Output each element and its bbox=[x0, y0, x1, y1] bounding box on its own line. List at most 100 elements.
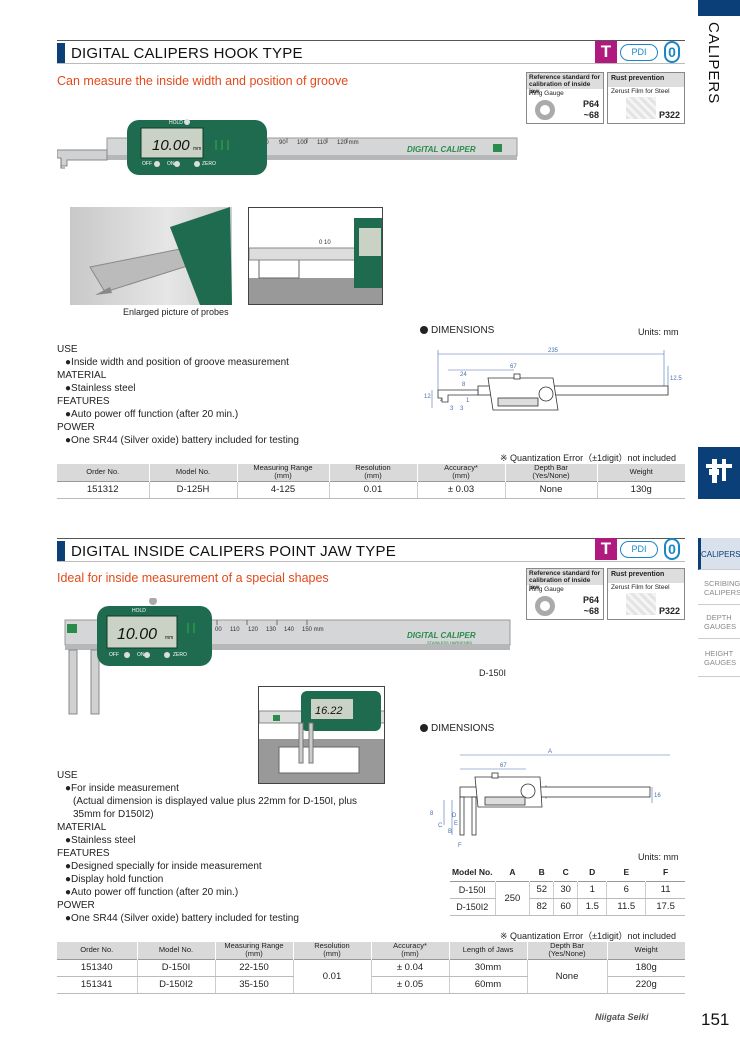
brand-label: DIGITAL CALIPER bbox=[407, 631, 476, 640]
spec-item: ●For inside measurement bbox=[65, 783, 179, 794]
dim-8: 8 bbox=[430, 811, 434, 817]
quantization-note: ※ Quantization Error（±1digit）not include… bbox=[500, 931, 677, 941]
spec-category: FEATURES bbox=[57, 848, 110, 859]
spec-category: POWER bbox=[57, 900, 95, 911]
scale-number: 150 mm bbox=[302, 627, 324, 633]
side-nav-label: HEIGHT GAUGES bbox=[704, 649, 737, 667]
ref-code2: ~68 bbox=[583, 110, 599, 120]
scale-number: 130 bbox=[266, 627, 277, 633]
spec-category: MATERIAL bbox=[57, 370, 107, 381]
ref-code1: P64 bbox=[582, 99, 599, 109]
cell-model: D-125H bbox=[149, 480, 238, 499]
usage-diagram-point-jaw: 16.22 bbox=[258, 686, 385, 784]
hook-caliper-image: 80 90 100 110 120 mm DIGITAL CALIPER 10.… bbox=[57, 119, 518, 175]
table-row: D-150I2 82 60 1.5 11.5 17.5 bbox=[450, 898, 685, 916]
table-header: Weight bbox=[597, 464, 685, 481]
usage-diagram-hook: 0 10 bbox=[248, 207, 383, 305]
cell-range: 35-150 bbox=[215, 976, 294, 994]
pdi-badge: PDI bbox=[620, 541, 658, 558]
scale-number: 00 bbox=[215, 627, 222, 633]
cell-jaws: 60mm bbox=[449, 976, 528, 994]
scale-number: 110 bbox=[230, 627, 240, 633]
off-label: OFF bbox=[142, 161, 152, 167]
dim-12-5: 12.5 bbox=[670, 376, 682, 382]
probe-photo bbox=[70, 207, 232, 305]
dimensions-heading: DIMENSIONS bbox=[420, 325, 494, 336]
film-icon bbox=[626, 97, 656, 119]
scale-number: 110 bbox=[317, 140, 327, 146]
dim-header: F bbox=[645, 864, 685, 881]
lcd-unit: mm bbox=[165, 635, 173, 641]
spec-item: ●Display hold function bbox=[65, 874, 164, 885]
rust-header: Rust prevention bbox=[608, 73, 684, 87]
cell-b: 82 bbox=[529, 898, 555, 916]
table-header: Order No. bbox=[57, 464, 150, 481]
ref-standard-box: Reference standard for calibration of in… bbox=[526, 568, 604, 620]
cell-depth: None bbox=[527, 958, 608, 994]
side-nav-calipers[interactable]: CALIPERS bbox=[698, 538, 740, 570]
table-header: Resolution (mm) bbox=[293, 942, 372, 959]
hold-label: HOLD bbox=[169, 120, 183, 126]
cell-d: 1 bbox=[577, 880, 608, 899]
table-row: 151340 D-150I 22-150 0.01 ± 0.04 30mm No… bbox=[57, 958, 685, 994]
dim-1: 1 bbox=[466, 398, 470, 404]
dim-c: C bbox=[438, 823, 443, 829]
spec-table-hook: Order No. Model No. Measuring Range (mm)… bbox=[57, 464, 685, 499]
table-header: Order No. bbox=[57, 942, 138, 959]
spec-category: USE bbox=[57, 770, 78, 781]
spec-item: ●One SR44 (Silver oxide) battery include… bbox=[65, 435, 299, 446]
table-row: 151341 D-150I2 35-150 ± 0.05 60mm 220g bbox=[57, 976, 685, 994]
ref-item: Ring Gauge bbox=[529, 586, 564, 593]
hook-dimension-drawing: 235 67 24 8 12.5 12 4 3 3 1 bbox=[424, 348, 682, 412]
photo-caption: Enlarged picture of probes bbox=[123, 307, 229, 317]
rust-code: P322 bbox=[658, 110, 680, 120]
caliper-category-icon-tab bbox=[698, 447, 740, 499]
spec-category: FEATURES bbox=[57, 396, 110, 407]
dim-e: E bbox=[454, 821, 458, 827]
spec-category: USE bbox=[57, 344, 78, 355]
rust-header: Rust prevention bbox=[608, 569, 684, 583]
table-header: Measuring Range (mm) bbox=[237, 464, 330, 481]
title-bar bbox=[57, 541, 65, 561]
dim-b: B bbox=[448, 829, 452, 835]
cell-weight: 180g bbox=[607, 958, 685, 977]
section-subtitle: Can measure the inside width and positio… bbox=[57, 74, 349, 88]
ref-code1: P64 bbox=[582, 595, 599, 605]
spec-list-point-jaw: USE ●For inside measurement (Actual dime… bbox=[57, 769, 387, 925]
lcd-unit: mm bbox=[193, 146, 201, 152]
cell-a: 250 bbox=[495, 880, 531, 916]
side-nav-label: CALIPERS bbox=[701, 550, 740, 559]
table-header: Length of Jaws bbox=[449, 942, 528, 959]
side-nav-height[interactable]: HEIGHT GAUGES bbox=[698, 645, 740, 677]
spec-item: 35mm for D150I2) bbox=[73, 809, 154, 820]
lcd-display: 10.00 bbox=[117, 626, 157, 643]
point-jaw-caliper-image: 00 110 120 130 140 150 mm DIGITAL CALIPE… bbox=[64, 598, 511, 715]
ring-gauge-icon bbox=[535, 596, 555, 616]
side-nav-label: DEPTH GAUGES bbox=[704, 613, 737, 631]
table-row: 151312 D-125H 4-125 0.01 ± 0.03 None 130… bbox=[57, 480, 685, 499]
category-tab bbox=[698, 0, 740, 16]
table-header: Resolution (mm) bbox=[329, 464, 418, 481]
dim-header: E bbox=[606, 864, 647, 881]
units-label: Units: mm bbox=[638, 852, 679, 862]
cell-resolution: 0.01 bbox=[293, 958, 372, 994]
page-number: 151 bbox=[701, 1010, 730, 1029]
cell-accuracy: ± 0.03 bbox=[417, 480, 506, 499]
dim-a: A bbox=[548, 749, 552, 755]
spec-item: ●Auto power off function (after 20 min.) bbox=[65, 887, 239, 898]
ref-header: Reference standard for calibration of in… bbox=[527, 73, 603, 95]
dim-header: C bbox=[553, 864, 579, 881]
spec-item: (Actual dimension is displayed value plu… bbox=[73, 796, 358, 807]
rust-prevention-box: Rust prevention Zerust Film for Steel P3… bbox=[607, 568, 685, 620]
table-header: Measuring Range (mm) bbox=[215, 942, 294, 959]
cell-weight: 130g bbox=[597, 480, 685, 499]
dim-12: 12 bbox=[424, 394, 431, 400]
side-nav-scribing[interactable]: SCRIBING CALIPERS bbox=[698, 575, 740, 605]
section-title-text: DIGITAL CALIPERS HOOK TYPE bbox=[71, 45, 303, 62]
table-header: Model No. bbox=[149, 464, 238, 481]
side-nav-depth[interactable]: DEPTH GAUGES bbox=[698, 609, 740, 639]
table-header: Model No. bbox=[137, 942, 216, 959]
table-header: Depth Bar (Yes/None) bbox=[505, 464, 598, 481]
dim-235: 235 bbox=[548, 348, 559, 354]
scale-number: 120 bbox=[248, 627, 259, 633]
